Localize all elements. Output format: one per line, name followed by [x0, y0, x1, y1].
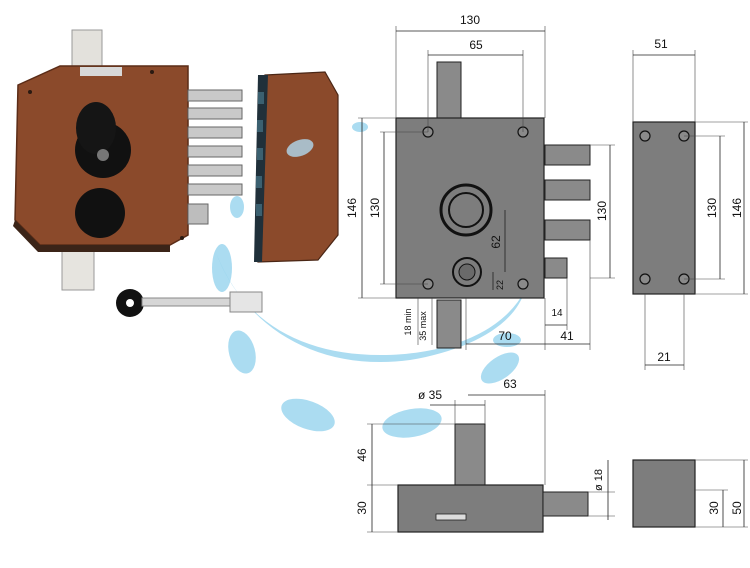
dim-bottom-height-upper: 46	[355, 448, 369, 462]
dim-cylinder-diameter: ø 35	[418, 388, 442, 402]
front-view-drawing: 130 65 146 130 130 62 22 18 min 35 max	[345, 13, 615, 350]
dim-cylinder-spacing: 65	[469, 38, 483, 52]
dim-backset: 70	[498, 329, 512, 343]
lock-bolts	[187, 89, 243, 225]
dim-side-height-outer: 146	[730, 198, 744, 218]
bottom-latch	[436, 299, 462, 349]
dim-bottom-length: 63	[503, 377, 517, 391]
bottom-plate	[397, 484, 544, 533]
cylinder-bore	[448, 192, 484, 228]
dim-bottom-height-lower: 30	[355, 501, 369, 515]
dim-bolt-diameter: ø 18	[593, 469, 605, 491]
dim-front-width: 130	[460, 13, 480, 27]
cylinder-outline	[439, 183, 493, 237]
dim-side-height-inner: 130	[705, 198, 719, 218]
dim-side-width: 51	[654, 37, 668, 51]
bottom-side-plate	[632, 459, 696, 528]
dim-cylinder-distance: 62	[489, 235, 503, 249]
dim-spindle-min: 18 min	[403, 308, 413, 335]
key-photo	[116, 289, 263, 317]
dim-small-offset: 22	[495, 280, 505, 290]
lock-cover-photo	[254, 71, 339, 263]
dim-front-height-inner: 130	[368, 198, 382, 218]
bottom-mounting-tab	[61, 244, 95, 291]
side-view-drawing: 51 130 146 21	[632, 37, 748, 370]
lock-photo	[13, 29, 243, 291]
dim-spindle-max: 35 max	[418, 311, 428, 341]
dim-bolt-offset: 41	[560, 329, 574, 343]
dim-front-height-outer: 146	[345, 198, 359, 218]
dim-bolt-span: 130	[595, 201, 609, 221]
dim-side-bottom: 21	[657, 350, 671, 364]
top-latch	[436, 61, 462, 123]
dim-bolt-throw: 14	[551, 308, 563, 319]
side-plate	[632, 121, 696, 295]
label-plate	[80, 67, 122, 76]
bottom-view-drawing: ø 35 63 46 30 ø 18 30 50	[355, 377, 748, 533]
bottom-cylinder	[454, 423, 486, 487]
top-mounting-tab	[71, 29, 103, 71]
dim-right-height-a: 30	[707, 501, 721, 515]
cylinder-keyholes	[75, 102, 131, 238]
dim-right-height-b: 50	[730, 501, 744, 515]
